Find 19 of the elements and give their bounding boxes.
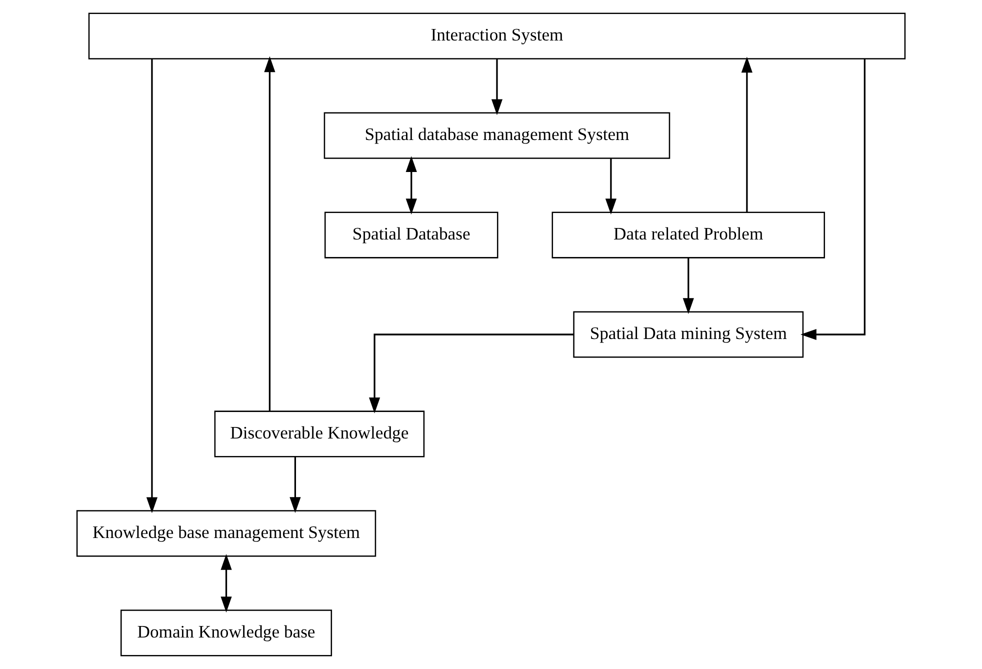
node-box: Spatial Database [324, 212, 498, 258]
arrow [146, 59, 158, 514]
node-box: Spatial Data mining System [573, 311, 804, 358]
arrow [368, 334, 574, 414]
arrow [220, 554, 232, 612]
arrow [605, 158, 616, 215]
node-box: Knowledge base management System [76, 510, 376, 557]
node-box: Domain Knowledge base [120, 610, 332, 656]
arrow [491, 59, 503, 116]
node-box: Discoverable Knowledge [214, 410, 425, 458]
arrow [800, 58, 866, 340]
node-box: Interaction System [88, 12, 906, 60]
arrow [264, 56, 276, 411]
node-box: Spatial database management System [324, 112, 670, 159]
node-box: Data related Problem [552, 212, 825, 258]
arrow [682, 258, 694, 314]
arrow [741, 56, 752, 212]
arrow [290, 457, 301, 513]
arrow [406, 156, 417, 215]
